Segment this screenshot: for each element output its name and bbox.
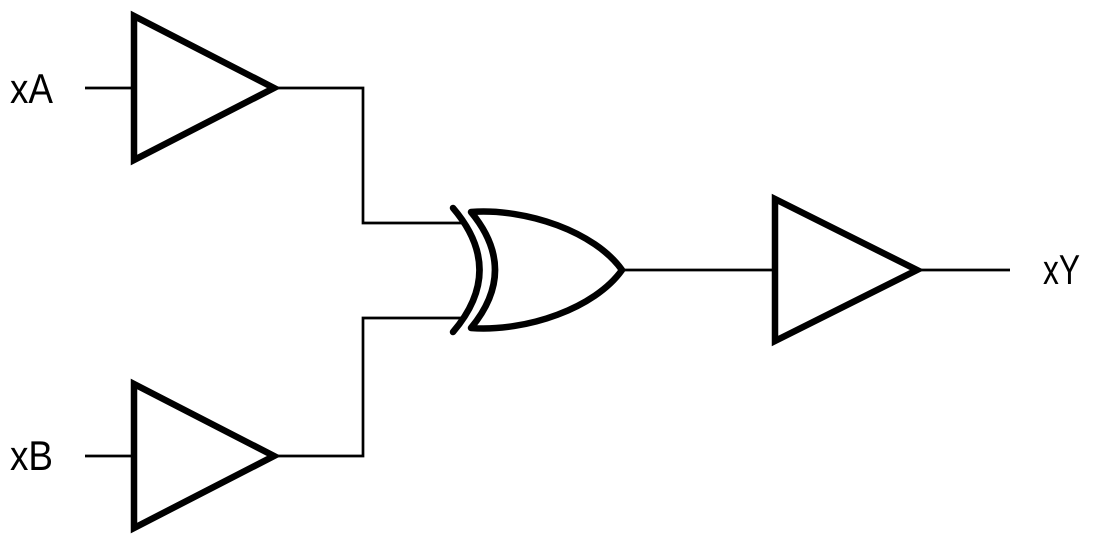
wires <box>85 86 1010 458</box>
labels: xA xB xY <box>10 65 1080 479</box>
input-a-label: xA <box>10 65 53 112</box>
output-buffer-gate <box>771 193 925 347</box>
input-b-label: xB <box>10 432 53 479</box>
xor-body <box>467 208 626 332</box>
output-label: xY <box>1043 246 1080 293</box>
xor-gate <box>449 204 626 336</box>
buffer-a-to-xor-wire <box>274 86 466 225</box>
buffer-gate-b <box>130 378 282 534</box>
buffer-b-to-xor-wire <box>274 316 466 458</box>
xor-input-arc <box>449 204 483 336</box>
buffer-gate-a <box>130 10 282 166</box>
gates <box>130 10 925 534</box>
